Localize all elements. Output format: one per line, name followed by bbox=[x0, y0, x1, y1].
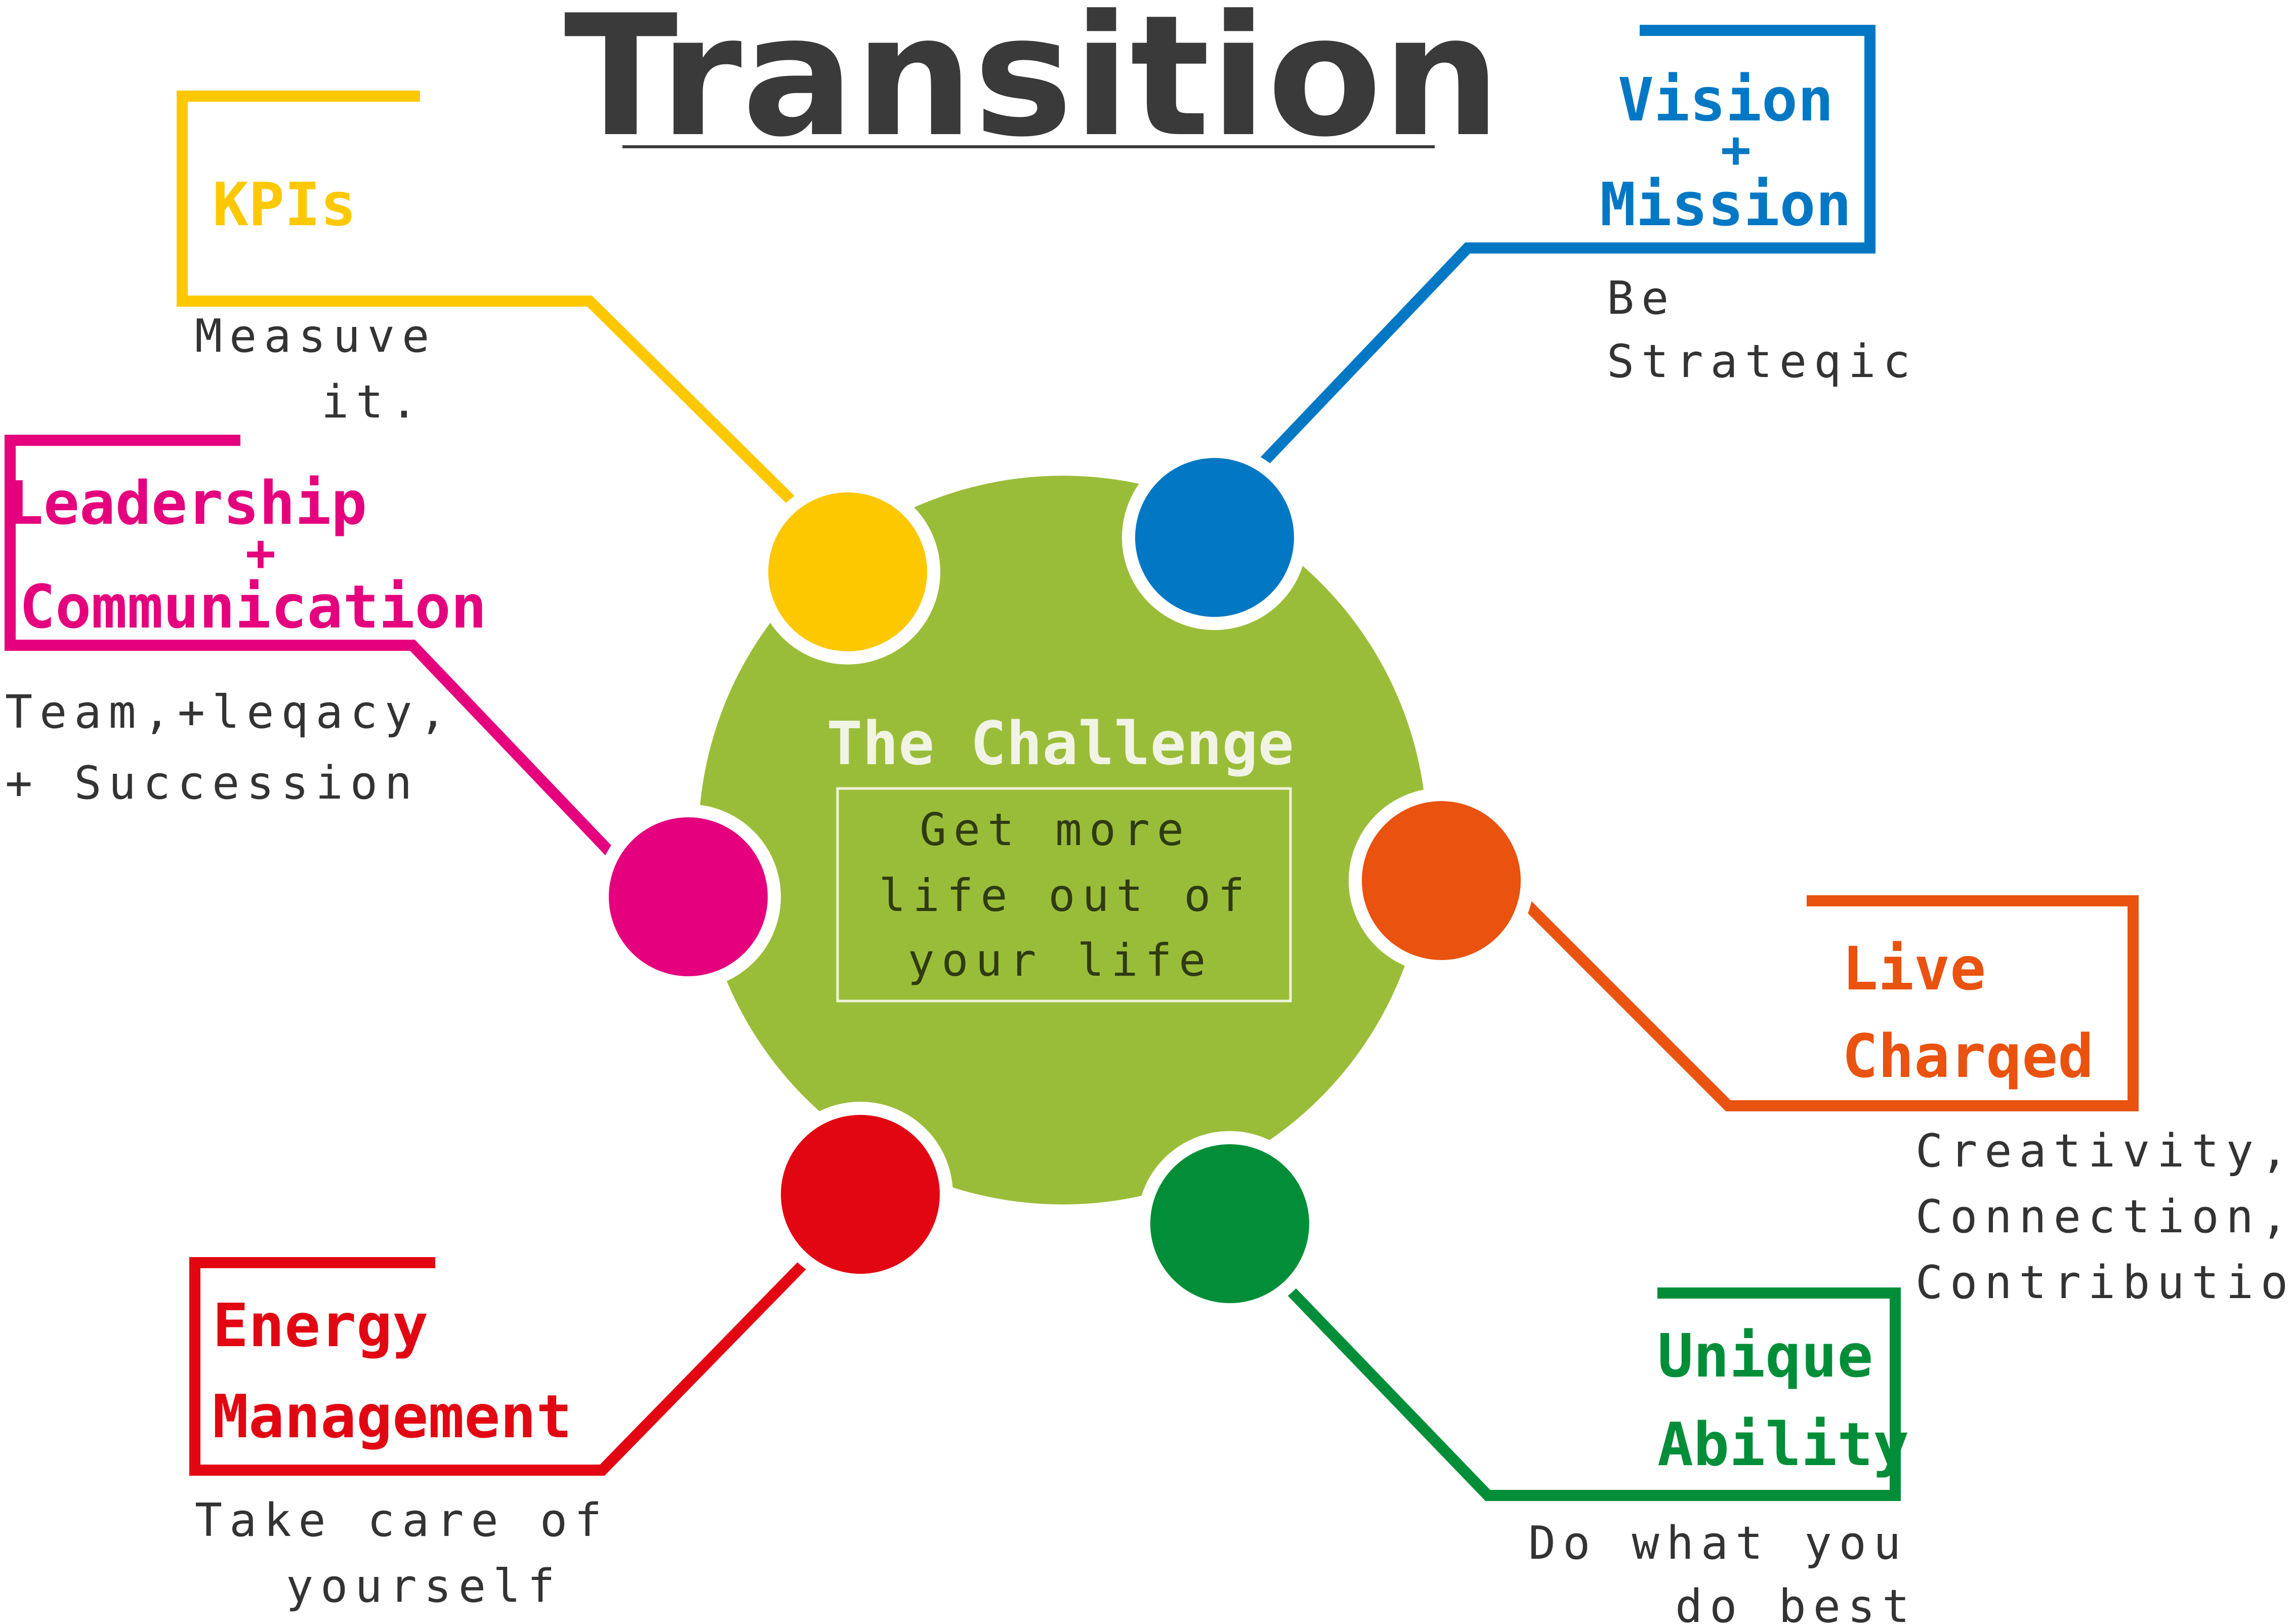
energy-description-2: yourself bbox=[286, 1560, 562, 1613]
node-kpis: KPIs Measuve it. bbox=[177, 91, 940, 664]
live-connector bbox=[1514, 892, 2139, 1111]
node-leadership: Leadership + Communication Team,+leqacy,… bbox=[5, 435, 781, 989]
unique-heading-1: Unique bbox=[1657, 1321, 1873, 1391]
energy-heading-1: Energy bbox=[213, 1290, 428, 1360]
kpis-connector bbox=[177, 91, 806, 515]
kpis-description-1: Measuve bbox=[195, 310, 436, 363]
red-circle-node bbox=[768, 1102, 953, 1287]
node-unique: Unique Ability Do what you do best bbox=[1137, 1131, 1916, 1624]
unique-description-1: Do what you bbox=[1528, 1517, 1908, 1570]
vision-description-2: Strateqic bbox=[1607, 335, 1918, 388]
challenge-line-3: your life bbox=[908, 934, 1213, 986]
unique-description-2: do best bbox=[1675, 1580, 1916, 1624]
vision-heading-3: Mission bbox=[1600, 170, 1851, 239]
orange-circle-node bbox=[1349, 788, 1534, 973]
leadership-description-2: + Succession bbox=[5, 757, 419, 810]
unique-connector bbox=[1284, 1284, 1901, 1501]
leadership-connector bbox=[5, 435, 632, 875]
node-live: Live Charqed Creativity, Connection, Con… bbox=[1349, 788, 2292, 1309]
leadership-heading-1: Leadership bbox=[8, 468, 367, 538]
node-energy: Energy Management Take care of yourself bbox=[189, 1102, 953, 1613]
node-vision: Vision + Mission Be Strateqic bbox=[1122, 25, 1918, 630]
vision-heading-2: + bbox=[1721, 120, 1751, 179]
vision-connector bbox=[1256, 25, 1876, 470]
vision-heading-1: Vision bbox=[1618, 65, 1833, 135]
live-heading-1: Live bbox=[1842, 934, 1986, 1004]
challenge-line-2: life out of bbox=[879, 869, 1252, 922]
magenta-circle-node bbox=[596, 804, 781, 989]
green-circle-node bbox=[1137, 1131, 1322, 1316]
unique-heading-2: Ability bbox=[1657, 1409, 1909, 1479]
yellow-circle-node bbox=[755, 479, 940, 664]
live-description-3: Contribution bbox=[1915, 1256, 2292, 1309]
live-heading-2: Charqed bbox=[1842, 1021, 2094, 1091]
energy-description-1: Take care of bbox=[195, 1494, 609, 1547]
blue-circle-node bbox=[1122, 445, 1307, 630]
energy-connector bbox=[189, 1251, 816, 1476]
leadership-heading-2: + bbox=[245, 523, 276, 582]
vision-description-1: Be bbox=[1607, 272, 1676, 325]
energy-heading-2: Management bbox=[213, 1382, 572, 1451]
challenge-box bbox=[836, 787, 1292, 1003]
leadership-heading-3: Communication bbox=[19, 572, 487, 642]
live-description-2: Connection, bbox=[1915, 1190, 2292, 1243]
kpis-description-2: it. bbox=[321, 376, 425, 429]
challenge-line-1: Get more bbox=[920, 804, 1191, 856]
leadership-description-1: Team,+leqacy, bbox=[5, 686, 453, 739]
live-description-1: Creativity, bbox=[1915, 1125, 2292, 1178]
kpis-heading: KPIs bbox=[213, 170, 356, 239]
page-title: Transition bbox=[564, 0, 1501, 174]
challenge-heading: The Challenge bbox=[826, 709, 1294, 778]
